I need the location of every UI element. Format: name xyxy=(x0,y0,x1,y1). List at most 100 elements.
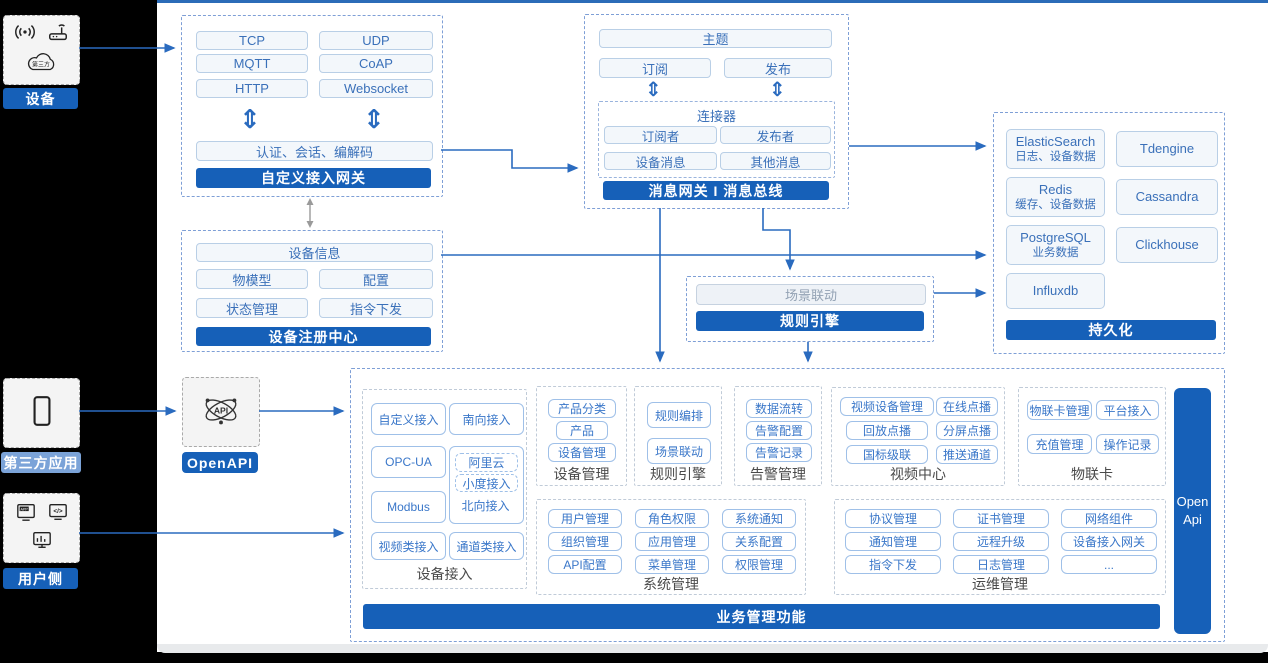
section-label: 系统管理 xyxy=(643,576,699,592)
feature-pill: 阿里云 xyxy=(455,453,518,472)
rule-engine-title-bar: 规则引擎 xyxy=(696,311,924,331)
feature-pill: 在线点播 xyxy=(936,397,998,416)
feature-pill: 视频设备管理 xyxy=(840,397,934,416)
svg-text:第三方: 第三方 xyxy=(32,60,50,68)
feature-pill: 告警记录 xyxy=(746,443,812,462)
feature-pill: 产品 xyxy=(556,421,608,440)
double-arrow-icon: ⇕ xyxy=(645,79,662,101)
feature-pill: 远程升级 xyxy=(953,532,1049,551)
feature-pill: 告警配置 xyxy=(746,421,812,440)
feature-pill: 充值管理 xyxy=(1027,434,1092,454)
feature-pill: 设备接入网关 xyxy=(1061,532,1157,551)
feature-pill: 权限管理 xyxy=(722,555,796,574)
feature-pill: 小度接入 xyxy=(455,474,518,492)
feature-pill: 平台接入 xyxy=(1096,400,1159,420)
double-arrow-icon: ⇕ xyxy=(363,104,385,134)
device-label: 设备 xyxy=(3,88,78,109)
protocol-pill: Websocket xyxy=(319,79,433,98)
custom-gateway-box: TCP UDP MQTT CoAP HTTP Websocket ⇕ ⇕ 认证、… xyxy=(181,15,443,197)
user-side-icons-box: APP </> xyxy=(3,493,80,563)
connector-box: 连接器 订阅者 发布者 设备消息 其他消息 xyxy=(598,101,835,178)
business-title-bar: 业务管理功能 xyxy=(363,604,1160,629)
feature-pill: 数据流转 xyxy=(746,399,812,418)
third-party-label: 第三方应用 xyxy=(1,452,81,473)
feature-pill: 推送通道 xyxy=(936,445,998,464)
feature-pill: 设备管理 xyxy=(548,443,616,462)
custom-gateway-title-bar: 自定义接入网关 xyxy=(196,168,431,188)
broadcast-signal-icon xyxy=(14,21,36,48)
connector-pill: 订阅者 xyxy=(604,126,717,144)
feature-pill: ... xyxy=(1061,555,1157,574)
feature-pill: 菜单管理 xyxy=(635,555,709,574)
registry-pill: 状态管理 xyxy=(196,298,308,318)
phone-icon xyxy=(31,394,53,433)
feature-pill: 视频类接入 xyxy=(371,532,446,560)
section-label: 告警管理 xyxy=(750,466,806,482)
dashboard-chart-icon xyxy=(30,530,54,555)
feature-pill: 用户管理 xyxy=(548,509,622,528)
device-access-section: 自定义接入 南向接入 OPC-UA 阿里云 小度接入 北向接入 Modbus 视… xyxy=(362,389,527,589)
protocol-pill: HTTP xyxy=(196,79,308,98)
section-label: 物联卡 xyxy=(1071,466,1113,482)
store-pill: Cassandra xyxy=(1116,179,1218,215)
connector-pill: 设备消息 xyxy=(604,152,717,170)
api-atom-icon: API xyxy=(198,387,244,438)
store-pill: Tdengine xyxy=(1116,131,1218,167)
double-arrow-icon: ⇕ xyxy=(769,79,786,101)
feature-pill: Modbus xyxy=(371,491,446,523)
feature-pill: 网络组件 xyxy=(1061,509,1157,528)
feature-pill: 角色权限 xyxy=(635,509,709,528)
device-icons-box: 第三方 xyxy=(3,15,80,85)
connector-title: 连接器 xyxy=(696,109,736,124)
subscribe-pill: 订阅 xyxy=(599,58,711,78)
north-access-label: 北向接入 xyxy=(461,499,510,513)
feature-pill: 指令下发 xyxy=(845,555,941,574)
feature-pill: 规则编排 xyxy=(647,402,711,428)
double-arrow-icon: ⇕ xyxy=(239,104,261,134)
rule-engine-section: 规则编排 场景联动 规则引擎 xyxy=(634,386,722,486)
svg-text:API: API xyxy=(214,405,228,415)
rule-engine-box: 场景联动 规则引擎 xyxy=(686,276,934,342)
device-registry-title-bar: 设备注册中心 xyxy=(196,327,431,346)
feature-pill: 协议管理 xyxy=(845,509,941,528)
feature-pill: 关系配置 xyxy=(722,532,796,551)
svg-text:</>: </> xyxy=(53,507,62,514)
topic-pill: 主题 xyxy=(599,29,832,48)
section-label: 设备接入 xyxy=(416,566,473,582)
feature-pill: 南向接入 xyxy=(449,403,524,435)
app-icon: APP xyxy=(15,502,37,527)
code-icon: </> xyxy=(47,502,69,527)
feature-pill: 日志管理 xyxy=(953,555,1049,574)
section-label: 视频中心 xyxy=(890,466,946,482)
protocol-pill: CoAP xyxy=(319,54,433,73)
section-label: 规则引擎 xyxy=(650,466,706,482)
system-mgmt-section: 用户管理 角色权限 系统通知 组织管理 应用管理 关系配置 API配置 菜单管理… xyxy=(536,499,806,595)
top-accent-line xyxy=(157,0,1268,3)
ops-mgmt-section: 协议管理 证书管理 网络组件 通知管理 远程升级 设备接入网关 指令下发 日志管… xyxy=(834,499,1166,595)
router-icon xyxy=(46,21,70,48)
feature-pill: 回放点播 xyxy=(846,421,928,440)
svg-text:APP: APP xyxy=(20,507,28,511)
third-party-icons-box xyxy=(3,378,80,448)
feature-pill: 场景联动 xyxy=(647,438,711,464)
registry-pill: 物模型 xyxy=(196,269,308,289)
feature-pill: 应用管理 xyxy=(635,532,709,551)
connector-pill: 发布者 xyxy=(720,126,831,144)
feature-pill: 证书管理 xyxy=(953,509,1049,528)
connector-pill: 其他消息 xyxy=(720,152,831,170)
feature-pill: 通道类接入 xyxy=(449,532,524,560)
section-label: 设备管理 xyxy=(553,466,610,482)
feature-pill: 分屏点播 xyxy=(936,421,998,440)
feature-pill: 系统通知 xyxy=(722,509,796,528)
publish-pill: 发布 xyxy=(724,58,832,78)
panel-bottom-edge xyxy=(157,644,1268,653)
feature-pill: OPC-UA xyxy=(371,446,446,478)
feature-pill: 物联卡管理 xyxy=(1027,400,1092,420)
scene-linkage-pill: 场景联动 xyxy=(696,284,926,305)
iot-card-section: 物联卡管理 平台接入 充值管理 操作记录 物联卡 xyxy=(1018,387,1166,486)
device-info-pill: 设备信息 xyxy=(196,243,433,262)
